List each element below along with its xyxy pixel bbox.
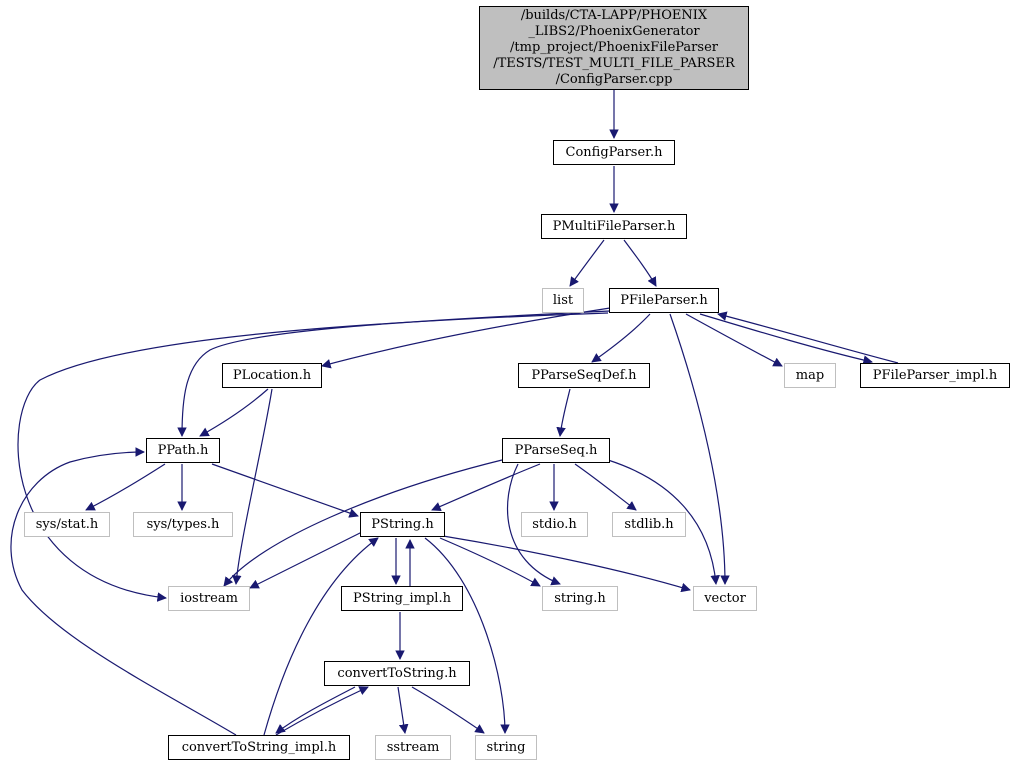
- node-ppath-h[interactable]: PPath.h: [146, 438, 220, 463]
- node-pfileparser-impl-h[interactable]: PFileParser_impl.h: [860, 363, 1010, 388]
- edge-converttostring-converttostringimpl: [275, 686, 356, 734]
- edge-pfileparser-pparseseqdef: [591, 313, 651, 363]
- node-pmultifileparser-h[interactable]: PMultiFileParser.h: [541, 214, 687, 239]
- edge-pfileparser-vector: [669, 313, 730, 585]
- node-list: list: [542, 288, 584, 313]
- edge-pmultifileparser-list: [569, 239, 605, 287]
- node-string: string: [475, 735, 537, 760]
- edge-pfileparser-map: [685, 313, 783, 367]
- node-stdio-h: stdio.h: [521, 512, 588, 537]
- node-pparseseq-h[interactable]: PParseSeq.h: [502, 438, 610, 463]
- edge-pfileparser-plocation: [321, 307, 611, 369]
- node-vector: vector: [693, 586, 757, 611]
- node-pparseseqdef-h[interactable]: PParseSeqDef.h: [518, 363, 650, 388]
- node-sys-stat-h: sys/stat.h: [24, 512, 110, 537]
- edge-pparseseqdef-pparseseq: [556, 388, 571, 437]
- root-path-line: _LIBS2/PhoenixGenerator: [528, 24, 700, 39]
- node-pstring-h[interactable]: PString.h: [360, 512, 445, 537]
- node-sstream: sstream: [375, 735, 451, 760]
- edge-ppath-sysstat: [85, 463, 166, 511]
- edge-converttostring-string: [411, 686, 485, 734]
- root-path-line: /tmp_project/PhoenixFileParser: [510, 40, 718, 55]
- edge-pparseseq-vector: [607, 459, 720, 585]
- edge-ppath-pstring: [211, 463, 359, 518]
- edge-pparseseq-iostream: [223, 459, 503, 587]
- edge-pstring-string: [424, 537, 510, 734]
- node-iostream: iostream: [168, 586, 250, 611]
- edge-pstring-stringh: [439, 537, 541, 587]
- edge-pfileparser-pfileparserimpl: [699, 313, 873, 365]
- edge-pmultifileparser-pfileparser: [623, 239, 657, 287]
- edge-pparseseq-stdlib: [574, 463, 637, 511]
- edge-converttostring-sstream: [397, 686, 409, 734]
- edge-plocation-iostream: [232, 388, 273, 585]
- edge-pstring-iostream: [249, 531, 363, 589]
- root-path-line: /builds/CTA-LAPP/PHOENIX: [520, 8, 708, 23]
- edge-converttostringimpl-ppath: [10, 447, 237, 736]
- node-stdlib-h: stdlib.h: [612, 512, 686, 537]
- node-configparser-cpp: /builds/CTA-LAPP/PHOENIX _LIBS2/PhoenixG…: [479, 6, 749, 90]
- node-plocation-h[interactable]: PLocation.h: [222, 363, 322, 388]
- edge-converttostringimpl-converttostring: [275, 686, 369, 736]
- root-path-line: /TESTS/TEST_MULTI_FILE_PARSER: [493, 56, 735, 71]
- edge-pfileparserimpl-pfileparser: [717, 311, 899, 364]
- node-string-h: string.h: [542, 586, 618, 611]
- node-map: map: [784, 363, 836, 388]
- edge-plocation-ppath: [199, 388, 269, 437]
- root-path-line: /ConfigParser.cpp: [555, 72, 673, 87]
- node-sys-types-h: sys/types.h: [133, 512, 233, 537]
- node-pfileparser-h[interactable]: PFileParser.h: [609, 288, 719, 313]
- node-converttostring-h[interactable]: convertToString.h: [324, 661, 470, 686]
- node-pstring-impl-h[interactable]: PString_impl.h: [341, 586, 463, 611]
- node-converttostring-impl-h[interactable]: convertToString_impl.h: [168, 735, 350, 760]
- node-configparser-h[interactable]: ConfigParser.h: [553, 140, 675, 165]
- edge-pstring-vector: [442, 535, 691, 593]
- edge-pparseseq-pstring: [431, 463, 541, 512]
- edge-converttostringimpl-pstring: [263, 537, 379, 736]
- edge-pfileparser-ppath: [177, 310, 611, 437]
- edge-pparseseq-stringh: [507, 463, 561, 586]
